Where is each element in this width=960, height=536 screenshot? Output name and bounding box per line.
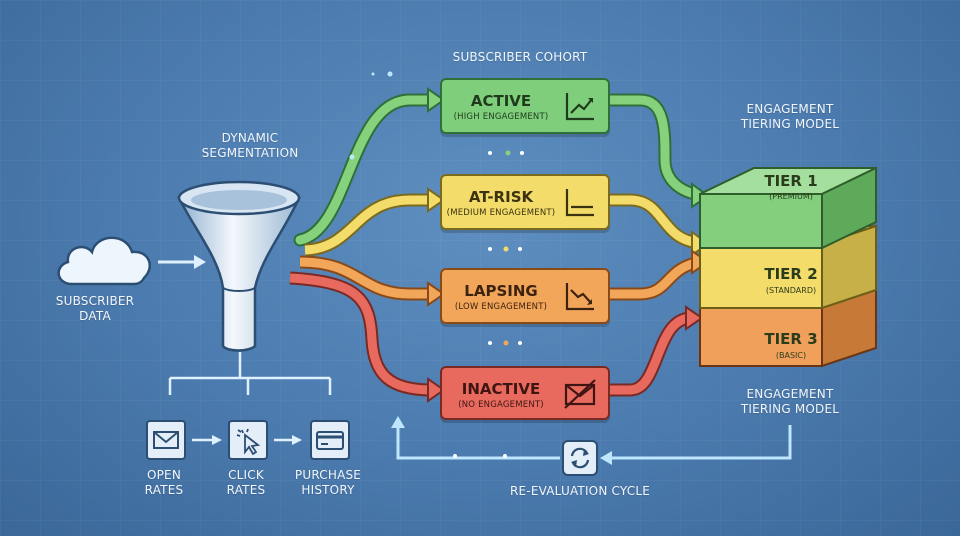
tier-subtitle: (BASIC) <box>775 351 807 360</box>
re-evaluation-cycle-label: RE-EVALUATION CYCLE <box>509 484 651 498</box>
source-label: CLICK RATES <box>226 468 266 497</box>
cohort-title: LAPSING <box>464 282 538 300</box>
tier-1-block <box>699 166 877 250</box>
cohort-inactive: INACTIVE (NO ENGAGEMENT) <box>440 366 610 420</box>
cursor-click-icon <box>236 428 261 456</box>
subscriber-data-label: SUBSCRIBER DATA <box>55 294 135 323</box>
tier-stack <box>699 166 877 368</box>
cohort-active: ACTIVE (HIGH ENGAGEMENT) <box>440 78 610 134</box>
tier-title: TIER 1 <box>764 172 818 190</box>
cohort-subtitle: (LOW ENGAGEMENT) <box>454 302 548 312</box>
cohort-title: INACTIVE <box>461 380 541 398</box>
cohort-title: ACTIVE <box>470 92 532 110</box>
trend-up-icon <box>565 93 594 121</box>
source-label: OPEN RATES <box>144 468 184 497</box>
flat-trend-icon <box>565 189 594 217</box>
subscriber-cohort-label: SUBSCRIBER COHORT <box>452 50 588 64</box>
dynamic-segmentation-label: DYNAMIC SEGMENTATION <box>201 131 299 160</box>
credit-card-icon <box>316 431 344 450</box>
tiering-model-label-top: ENGAGEMENT TIERING MODEL <box>740 102 840 131</box>
cohort-subtitle: (MEDIUM ENGAGEMENT) <box>446 208 556 218</box>
refresh-icon <box>562 440 598 476</box>
envelope-icon <box>153 431 179 449</box>
crossed-envelope-icon <box>564 379 596 409</box>
tiering-model-label-bottom: ENGAGEMENT TIERING MODEL <box>740 387 840 416</box>
cohort-at-risk: AT-RISK (MEDIUM ENGAGEMENT) <box>440 174 610 230</box>
cohort-subtitle: (HIGH ENGAGEMENT) <box>453 112 549 122</box>
source-purchase-history <box>310 420 350 460</box>
source-click-rates <box>228 420 268 460</box>
trend-down-icon <box>565 283 594 311</box>
cloud-icon <box>57 236 151 286</box>
cohort-title: AT-RISK <box>468 188 534 206</box>
funnel-icon <box>176 180 301 352</box>
tier-subtitle: (STANDARD) <box>765 286 817 295</box>
cohort-lapsing: LAPSING (LOW ENGAGEMENT) <box>440 268 610 324</box>
tier-title: TIER 2 <box>764 265 818 283</box>
source-open-rates <box>146 420 186 460</box>
tier-title: TIER 3 <box>764 330 818 348</box>
source-label: PURCHASE HISTORY <box>294 468 362 497</box>
cohort-subtitle: (NO ENGAGEMENT) <box>458 400 544 410</box>
tier-subtitle: (PREMIUM) <box>769 192 813 201</box>
